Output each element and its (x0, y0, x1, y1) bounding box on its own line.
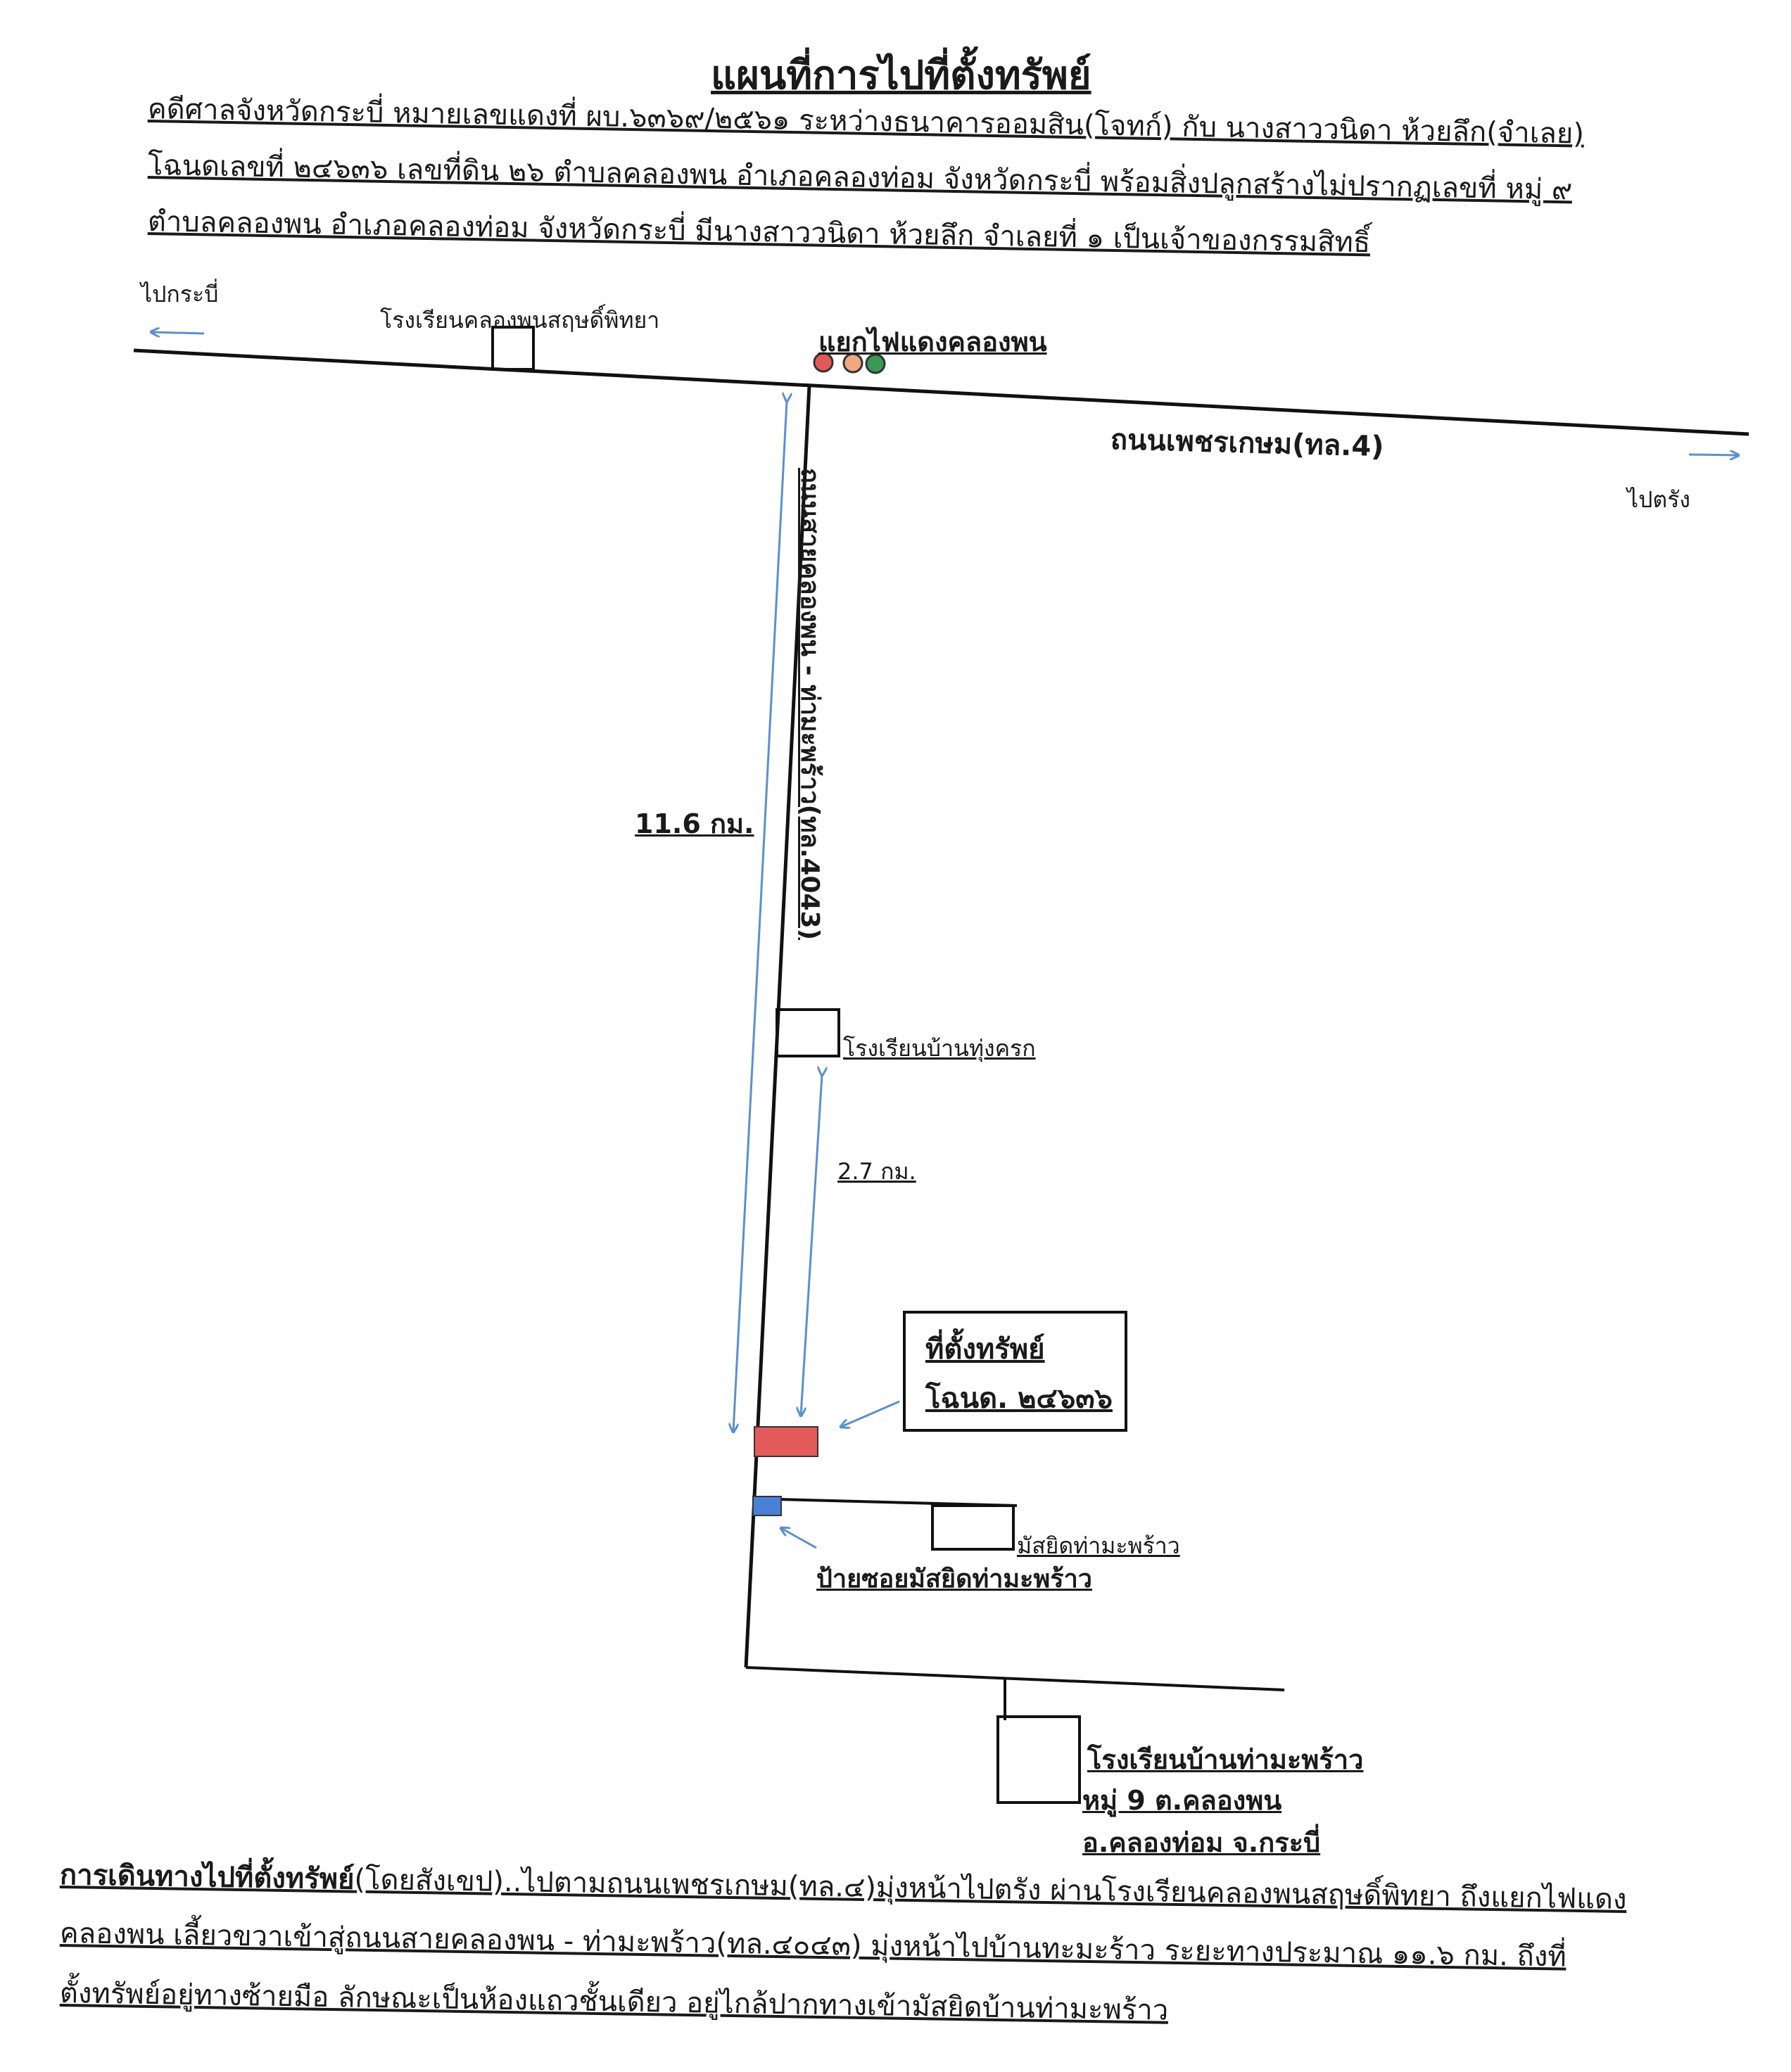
property-label-line-2: โฉนด. ๒๔๖๓๖ (925, 1383, 1113, 1415)
property-callout-box (903, 1311, 1127, 1432)
to-krabi-arrow (151, 332, 205, 333)
school-tha-maphrao-line-1: โรงเรียนบ้านท่ามะพร้าว (1087, 1744, 1364, 1775)
to-krabi-label: ไปกระบี่ (141, 281, 219, 307)
mosque-sign-label: ป้ายซอยมัสยิดท่ามะพร้าว (816, 1565, 1092, 1594)
property-marker (754, 1426, 818, 1457)
distance-short-label: 2.7 กม. (837, 1158, 916, 1185)
property-label-line-1: ที่ตั้งทรัพย์ (925, 1333, 1045, 1366)
page-title: แผนที่การไปที่ตั้งทรัพย์ (711, 53, 1091, 98)
highway-label: ถนนเพชรเกษม(ทล.4) (1110, 424, 1385, 464)
sign-marker (752, 1496, 782, 1516)
mosque-box (931, 1504, 1015, 1551)
school-tha-maphrao-box (996, 1715, 1081, 1804)
bottom-road (745, 1666, 1285, 1691)
traffic-light-amber (842, 352, 863, 374)
distance-total-label: 11.6 กม. (635, 808, 754, 839)
junction-label: แยกไฟแดงคลองพน (818, 326, 1047, 357)
school-thung-khrok-label: โรงเรียนบ้านทุ่งครก (843, 1035, 1036, 1062)
highway-road (133, 348, 1749, 436)
distance-short-arrow (801, 1075, 822, 1416)
school-khlong-phon-box (491, 326, 535, 371)
distance-total-arrow (733, 401, 787, 1432)
school-khlong-phon-label: โรงเรียนคลองพนสฤษดิ์พิทยา (380, 307, 660, 333)
school-thung-khrok-box (776, 1008, 840, 1057)
school-tha-maphrao-line-2: หมู่ 9 ต.คลองพน (1082, 1785, 1282, 1816)
school-tha-maphrao-line-3: อ.คลองท่อม จ.กระบี่ (1082, 1827, 1321, 1858)
traffic-light-red (813, 352, 834, 373)
mosque-label: มัสยิดท่ามะพร้าว (1017, 1532, 1180, 1559)
traffic-light-green (865, 353, 886, 374)
property-pointer-arrow (841, 1400, 900, 1427)
side-road-label: ถนนสายคลองพน - ท่ามะพร้าว(ทล.4043) (795, 468, 824, 941)
to-trang-label: ไปตรัง (1627, 486, 1690, 513)
sign-pointer-arrow (781, 1528, 817, 1549)
